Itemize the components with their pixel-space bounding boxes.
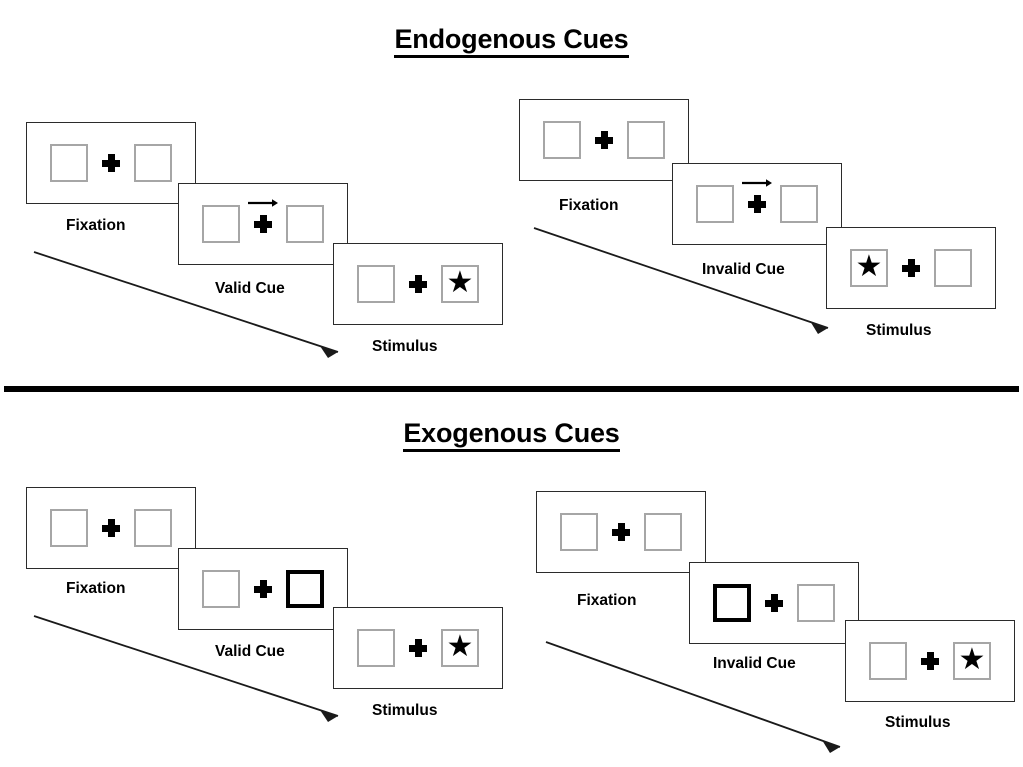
arrow-right-cue-icon — [248, 199, 278, 207]
stimulus-box-left — [202, 205, 240, 243]
caption-endo-valid-fixation: Fixation — [66, 217, 126, 234]
panel-inner — [560, 513, 682, 551]
fixation-cross-icon — [102, 519, 120, 537]
caption-exo-invalid-stimulus: Stimulus — [885, 714, 951, 731]
stimulus-box-right — [797, 584, 835, 622]
panel-endo-valid-fixation — [26, 122, 196, 204]
time-arrow-exo-invalid — [545, 641, 841, 753]
caption-endo-invalid-cue: Invalid Cue — [702, 261, 785, 278]
panel-endo-invalid-cue — [672, 163, 842, 245]
fixation-cross-icon — [254, 580, 272, 598]
time-arrow-endo-invalid — [533, 227, 829, 334]
section-title-exogenous-text: Exogenous Cues — [403, 418, 620, 452]
stimulus-box-left — [202, 570, 240, 608]
section-title-exogenous: Exogenous Cues — [0, 418, 1023, 452]
star-icon: ★ — [855, 250, 883, 283]
stimulus-box-left — [696, 185, 734, 223]
star-icon: ★ — [446, 266, 474, 299]
stimulus-box-left — [543, 121, 581, 159]
fixation-cross-icon — [902, 259, 920, 277]
stimulus-box-right: ★ — [441, 629, 479, 667]
stimulus-box-left — [50, 144, 88, 182]
section-title-endogenous: Endogenous Cues — [0, 24, 1023, 58]
panel-exo-invalid-stimulus: ★ — [845, 620, 1015, 702]
stimulus-box-left-cued — [713, 584, 751, 622]
star-icon: ★ — [958, 643, 986, 676]
caption-endo-invalid-fixation: Fixation — [559, 197, 619, 214]
fixation-cross-icon — [102, 154, 120, 172]
panel-endo-valid-stimulus: ★ — [333, 243, 503, 325]
panel-inner: ★ — [869, 642, 991, 680]
stimulus-box-right: ★ — [441, 265, 479, 303]
section-title-endogenous-text: Endogenous Cues — [394, 24, 629, 58]
panel-inner: ★ — [357, 629, 479, 667]
caption-exo-valid-stimulus: Stimulus — [372, 702, 438, 719]
stimulus-box-left: ★ — [850, 249, 888, 287]
panel-inner — [50, 144, 172, 182]
caption-endo-invalid-stimulus: Stimulus — [866, 322, 932, 339]
stimulus-box-left — [869, 642, 907, 680]
star-icon: ★ — [446, 630, 474, 663]
panel-inner: ★ — [357, 265, 479, 303]
stimulus-box-right — [286, 205, 324, 243]
stimulus-box-right-cued — [286, 570, 324, 608]
fixation-cross-icon — [595, 131, 613, 149]
stimulus-box-left — [357, 629, 395, 667]
fixation-cross-icon — [742, 179, 772, 213]
caption-exo-valid-fixation: Fixation — [66, 580, 126, 597]
stimulus-box-right: ★ — [953, 642, 991, 680]
panel-inner: ★ — [850, 249, 972, 287]
stimulus-box-right — [780, 185, 818, 223]
panel-inner — [202, 570, 324, 608]
time-arrow-endo-valid — [33, 251, 339, 358]
fixation-cross-icon — [765, 594, 783, 612]
caption-endo-valid-stimulus: Stimulus — [372, 338, 438, 355]
stimulus-box-right — [134, 509, 172, 547]
stimulus-box-right — [627, 121, 665, 159]
panel-exo-valid-fixation — [26, 487, 196, 569]
fixation-cross-icon — [921, 652, 939, 670]
fixation-cross-icon — [409, 275, 427, 293]
stimulus-box-right — [644, 513, 682, 551]
stimulus-box-left — [50, 509, 88, 547]
stimulus-box-left — [560, 513, 598, 551]
fixation-cross-icon — [248, 199, 278, 233]
panel-exo-invalid-cue — [689, 562, 859, 644]
fixation-cross-icon — [612, 523, 630, 541]
stimulus-box-right — [134, 144, 172, 182]
panel-inner — [543, 121, 665, 159]
section-divider — [4, 386, 1019, 392]
caption-exo-invalid-cue: Invalid Cue — [713, 655, 796, 672]
time-arrow-exo-valid — [33, 615, 339, 722]
panel-inner — [202, 199, 324, 243]
stimulus-box-left — [357, 265, 395, 303]
arrow-right-cue-icon — [742, 179, 772, 187]
panel-inner — [696, 179, 818, 223]
stimulus-box-right — [934, 249, 972, 287]
caption-exo-invalid-fixation: Fixation — [577, 592, 637, 609]
panel-endo-invalid-stimulus: ★ — [826, 227, 996, 309]
panel-exo-valid-stimulus: ★ — [333, 607, 503, 689]
panel-inner — [713, 584, 835, 622]
panel-inner — [50, 509, 172, 547]
panel-exo-invalid-fixation — [536, 491, 706, 573]
caption-endo-valid-cue: Valid Cue — [215, 280, 285, 297]
fixation-cross-icon — [409, 639, 427, 657]
panel-endo-invalid-fixation — [519, 99, 689, 181]
panel-exo-valid-cue — [178, 548, 348, 630]
caption-exo-valid-cue: Valid Cue — [215, 643, 285, 660]
panel-endo-valid-cue — [178, 183, 348, 265]
